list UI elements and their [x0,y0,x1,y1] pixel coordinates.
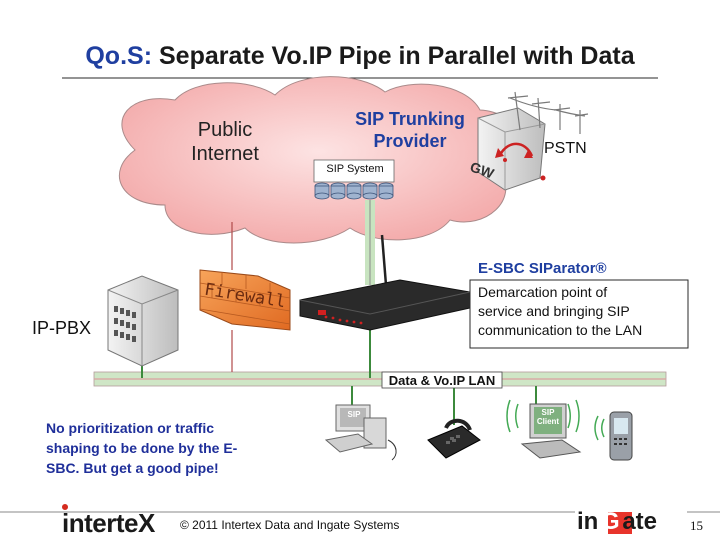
sip-pc-label: SIP [347,410,361,419]
gw-dot-icon [503,158,507,162]
pstn-dot-icon [540,175,546,181]
esbc-description: Demarcation point of service and bringin… [478,284,643,338]
pstn-gateway [477,107,546,191]
public-internet-label: Public Internet [191,119,259,165]
ip-pbx-server [107,275,179,367]
lan-label: Data & Vo.IP LAN [388,373,496,388]
ingate-logo-mark [608,512,632,534]
laptop-sip-client [506,399,582,459]
copyright-text: © 2011 Intertex Data and Ingate Systems [180,518,400,532]
lan-label-box [381,371,503,389]
intertex-logo: interteX [62,508,155,538]
ip-desk-phone [427,418,481,459]
page-number: 15 [690,518,703,533]
slide-title: Qo.S: Separate Vo.IP Pipe in Parallel wi… [0,42,720,71]
mobile-phone [594,411,633,461]
firewall-wall [199,269,291,331]
desktop-pc [324,404,397,461]
title-prefix: Qo.S: [85,42,153,70]
prioritization-note: No prioritization or traffic shaping to … [46,420,238,476]
pstn-label: PSTN [544,140,587,157]
sip-system-label: SIP System [326,163,384,175]
esbc-title: E-SBC SIParator® [478,260,607,277]
sip-system-servers [313,159,395,200]
ingate-logo-suffix: ate [622,508,658,535]
esbc-router [299,234,471,331]
ingate-logo-prefix: in [577,508,599,535]
ip-pbx-label: IP-PBX [32,318,92,338]
title-main: Separate Vo.IP Pipe in Parallel with Dat… [158,42,635,70]
esbc-description-box [469,279,689,349]
lan-pipe [93,371,667,387]
intertex-logo-dot [62,504,68,510]
ingate-logo-letter: G [600,508,620,535]
sip-trunking-provider-label: SIP Trunking Provider [355,109,465,151]
telephone-poles [507,91,589,134]
sip-client-label: SIP Client [536,408,560,426]
